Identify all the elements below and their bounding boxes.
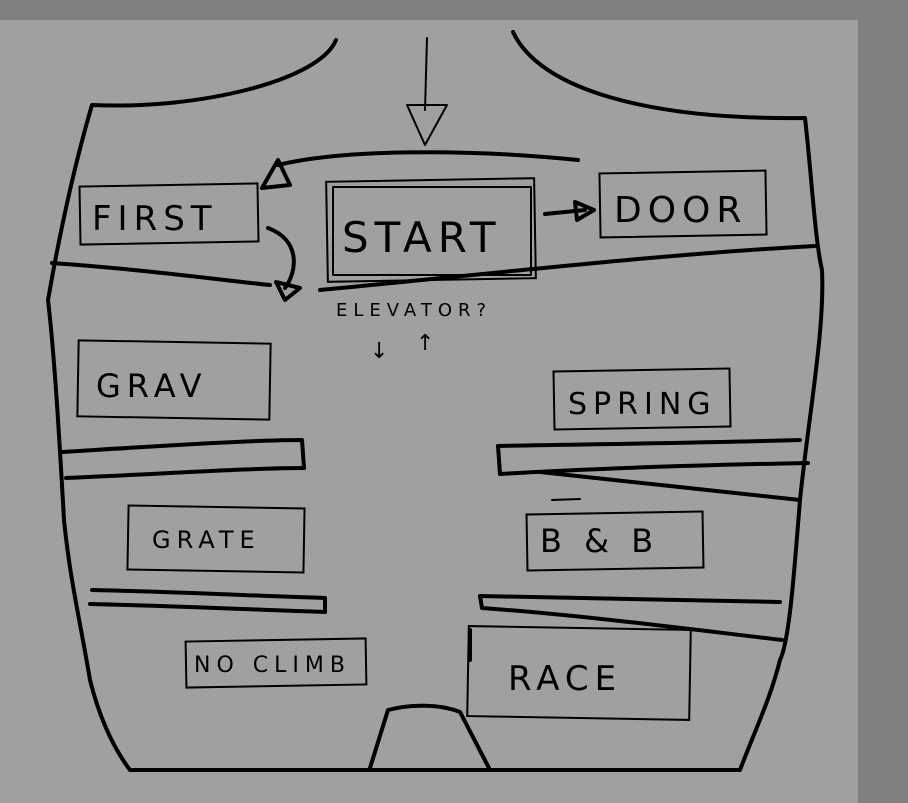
bottom-notch [368,703,492,772]
floor-2-right-bottom [496,444,810,476]
start-box-inner [332,186,532,276]
spring-box [552,367,732,431]
elevator-label: ELEVATOR? [336,300,492,321]
elevator-up-label: ↑ [416,331,440,356]
spring-label: SPRING [568,387,717,422]
bb-box-mark [551,498,581,501]
floor-1-right [318,244,817,292]
grate-label: GRATE [152,526,261,554]
entry-arrow-line [424,37,428,111]
floor-2-left-bottom [64,466,306,480]
bb-box [525,510,705,572]
race-box [466,625,692,721]
floor-2-left-top [60,438,306,470]
no-climb-box [184,637,368,689]
floor-2-right-slope [538,470,802,502]
grav-label: GRAV [96,367,207,405]
outline-right [468,30,825,772]
race-label: RACE [508,659,622,699]
entry-arrow-head [406,104,448,146]
top-ledge [276,150,580,167]
start-to-door-arrow [543,208,587,216]
floor-2-right-top [496,438,802,448]
first-curve-arrow [266,226,296,290]
start-label: START [342,213,502,262]
first-arrow-head [260,158,292,190]
door-label: DOOR [614,190,747,231]
door-box [598,169,768,239]
floor-1-left [50,261,272,287]
outline-left [46,38,492,772]
floor-3-right-bottom [478,594,784,642]
first-box [78,182,260,246]
bb-label: B & B [540,522,659,560]
first-curve-head [274,280,302,302]
first-label: FIRST [92,199,218,239]
start-to-door-head [573,200,596,222]
floor-3-right-top [478,594,782,604]
elevator-down-label: ↓ [370,339,394,364]
floor-3-left-top [90,588,327,614]
floor-3-left-bottom [88,602,327,614]
grav-box [76,339,272,421]
grate-box [126,504,306,574]
no-climb-label: NO CLIMB [194,653,351,678]
